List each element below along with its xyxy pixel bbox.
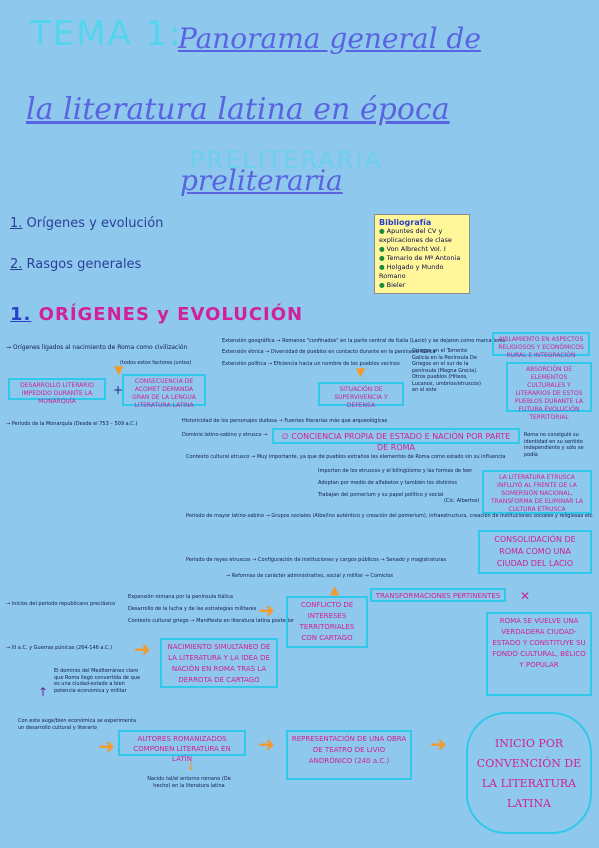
- historicidad-note: Historicidad de los personajes dudosa → …: [182, 418, 388, 424]
- title-line3: preliteraria: [180, 164, 343, 197]
- up-arrow-icon: ↑: [38, 685, 49, 699]
- republica-item-3: Contexto cultural griego → Manifiesta en…: [128, 618, 295, 624]
- section-index-1-number: 1.: [10, 216, 23, 231]
- box-nacimiento: NACIMIENTO SIMULTÁNEO DE LA LITERATURA Y…: [160, 638, 278, 688]
- extension-etnica-note: Extensión étnica → Diversidad de pueblos…: [222, 349, 436, 355]
- origenes-note: → Orígenes ligados al nacimiento de Roma…: [6, 344, 188, 351]
- extension-side-note: Griegos en el Torrente Galicia en la Pen…: [412, 348, 481, 393]
- down-arrow-icon: ↓: [186, 759, 197, 773]
- republica-item-1: Expansión romana por la península Itálic…: [128, 594, 233, 600]
- section-index-2-label: Rasgos generales: [26, 257, 142, 272]
- right-arrow-icon: ➜: [430, 732, 447, 756]
- roma-no-note: Roma no consiguió su identidad en su sen…: [524, 432, 584, 458]
- bibliography-heading: Bibliografía: [379, 218, 432, 227]
- extension-geo-note: Extensión geográfica → Romanos "confinad…: [222, 338, 506, 344]
- section-1-title: ORÍGENES y EVOLUCIÓN: [38, 304, 304, 325]
- down-arrow-icon: ▼: [114, 363, 124, 377]
- box-situacion: SITUACIÓN DE SUPERVIVENCIA Y DEFENSA: [318, 382, 404, 409]
- republica-item-2: Desarrollo de la lucha y de las estrateg…: [128, 606, 257, 612]
- title-line1: Panorama general de: [178, 22, 481, 55]
- bibliography-item: Bieler: [379, 281, 465, 290]
- box-conflicto: CONFLICTO DE INTERESES TERRITORIALES CON…: [286, 596, 368, 648]
- extension-politica-note: Extensión política → Eficiencia hacia un…: [222, 361, 400, 367]
- cicero-note: (Cic. Albertos): [444, 498, 480, 504]
- bibliography-note: Bibliografía Apuntes del CV y explicacio…: [374, 214, 470, 294]
- bibliography-item: Apuntes del CV y explicaciones de clase: [379, 227, 465, 245]
- etrusco-item-3: Trabajan del pomerium y su papel polític…: [318, 492, 444, 498]
- auge-cultural-note: Con este auge/bien económica se experime…: [18, 718, 137, 731]
- republica-note: → Inicios del periodo republicano preclá…: [6, 601, 116, 607]
- etrusco-item-1: Importan de los etruscos y el bilingüism…: [318, 468, 473, 474]
- monarquia-note: → Periodo de la Monarquía (Desde el 753 …: [6, 421, 138, 427]
- bibliography-item: Temario de Mª Antonia: [379, 254, 465, 263]
- section-1-number: 1.: [10, 304, 32, 325]
- section-index-2-number: 2.: [10, 257, 23, 272]
- title-line2: la literatura latina en época: [26, 92, 450, 127]
- right-arrow-icon: ➜: [134, 637, 151, 661]
- contexto-note: Contexto cultural etrusco → Muy importan…: [186, 454, 506, 460]
- box-conciencia: ∅ CONCIENCIA PROPIA DE ESTADO E NACIÓN P…: [272, 428, 520, 452]
- section-index-1-label: Orígenes y evolución: [26, 216, 164, 231]
- box-inicio: INICIO POR CONVENCIÓN DE LA LITERATURA L…: [466, 712, 592, 834]
- auge-note: Periodo de mayor latino-sabino → Grupos …: [186, 513, 595, 519]
- down-arrow-icon: ▲: [330, 583, 340, 597]
- right-arrow-icon: ➜: [258, 598, 275, 622]
- bibliography-item: Holgado y Mundo Romano: [379, 263, 465, 281]
- right-arrow-icon: ➜: [258, 732, 275, 756]
- nacido-note: Nacido tal/el entorno romano (De hecho) …: [147, 776, 231, 789]
- title-line3-shadow: PRELITERARIA: [190, 146, 383, 174]
- section-index-2: 2. Rasgos generales: [10, 257, 141, 272]
- section-1-heading: 1. ORÍGENES y EVOLUCIÓN: [10, 304, 303, 325]
- dominio-mediterraneo-note: El dominio del Mediterráneo claro que Ro…: [54, 668, 141, 694]
- reformas-note: → Reformas de carácter administrativo, s…: [226, 573, 394, 579]
- down-arrow-icon: ▼: [356, 365, 366, 379]
- right-arrow-icon: ➜: [98, 734, 115, 758]
- box-transformaciones: TRANSFORMACIONES PERTINENTES: [370, 588, 506, 602]
- plus-icon: +: [113, 383, 124, 397]
- etrusco-item-2: Adoptan por medio de alfabetos y también…: [318, 480, 457, 486]
- box-autores: AUTORES ROMANIZADOS COMPONEN LITERATURA …: [118, 730, 246, 763]
- box-desarrollo: DESARROLLO LITERARIO IMPEDIDO DURANTE LA…: [8, 378, 106, 405]
- box-consolidacion: CONSOLIDACIÓN DE ROMA COMO UNA CIUDAD DE…: [478, 530, 592, 574]
- dominio-note: Dominio latino-sabino y etrusco →: [182, 432, 268, 438]
- origenes-sub-note: (todos estos factores juntos): [120, 360, 192, 366]
- box-aislamiento: AISLAMIENTO EN ASPECTOS RELIGIOSOS Y ECO…: [492, 332, 590, 359]
- section-index-1: 1. Orígenes y evolución: [10, 216, 163, 231]
- box-roma-vuelve: ROMA SE VUELVE UNA VERDADERA CIUDAD-ESTA…: [486, 612, 592, 696]
- box-absorcion: ABSORCIÓN DE ELEMENTOS CULTURALES Y LITE…: [506, 362, 592, 421]
- title-prefix: TEMA 1:: [30, 14, 183, 54]
- box-literatura-etrusca: LA LITERATURA ETRUSCA INFLUYÓ AL FRENTE …: [482, 470, 592, 514]
- guerras-note: → III a.C. y Guerras púnicas (264-146 a.…: [6, 645, 113, 651]
- box-consecuencia: CONSECUENCIA DE ACOMET DEMANDA GRAN DE L…: [122, 374, 206, 409]
- reyes-etruscos-note: Periodo de reyes etruscos → Configuració…: [186, 557, 447, 563]
- bibliography-item: Von Albrecht Vol. I: [379, 245, 465, 254]
- cross-icon: ✕: [520, 589, 531, 603]
- box-representacion: REPRESENTACIÓN DE UNA OBRA DE TEATRO DE …: [286, 730, 412, 780]
